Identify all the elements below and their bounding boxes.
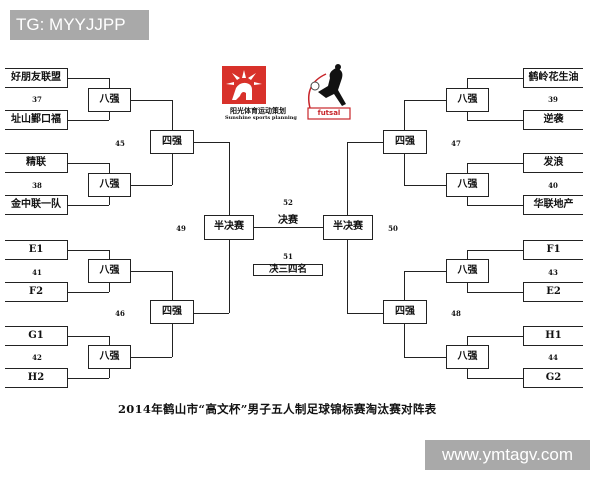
left-qf-box-2: 四强 <box>150 300 194 324</box>
final-match-number: 52 <box>283 198 293 207</box>
sunshine-logo-name-cn: 阳光体育运动策划 <box>230 106 286 115</box>
left-team-6: F2 <box>5 282 68 302</box>
right-team-2: 逆袭 <box>523 110 583 130</box>
third-place-box: 决三四名 <box>253 264 323 276</box>
right-team-4: 华联地产 <box>523 195 583 215</box>
right-r16-box-2: 八强 <box>446 173 489 197</box>
left-team-1: 好朋友联盟 <box>5 68 68 88</box>
watermark-top: TG: MYYJJPP <box>10 10 149 40</box>
left-team-5: E1 <box>5 240 68 260</box>
futsal-logo-label: futsal <box>317 109 341 117</box>
left-match-42: 42 <box>32 353 42 362</box>
sunshine-logo <box>222 66 266 104</box>
left-team-7: G1 <box>5 326 68 346</box>
right-r16-box-3: 八强 <box>446 259 489 283</box>
right-match-40: 40 <box>548 181 558 190</box>
sunshine-logo-name-en: Sunshine sports planning <box>225 115 297 121</box>
sunshine-logo-icon <box>222 66 266 104</box>
futsal-logo: futsal <box>302 64 354 124</box>
right-r16-box-4: 八强 <box>446 345 489 369</box>
right-r16-box-1: 八强 <box>446 88 489 112</box>
right-match-48: 48 <box>451 309 461 318</box>
right-team-5: F1 <box>523 240 583 260</box>
watermark-bottom: www.ymtagv.com <box>425 440 590 470</box>
right-team-8: G2 <box>523 368 583 388</box>
right-semifinal-box: 半决赛 <box>323 215 373 240</box>
bracket-title: 2014年鹤山市“高文杯”男子五人制足球锦标赛淘汰赛对阵表 <box>118 402 437 416</box>
third-place-match-number: 51 <box>283 252 293 261</box>
left-team-8: H2 <box>5 368 68 388</box>
right-team-7: H1 <box>523 326 583 346</box>
right-match-47: 47 <box>451 139 461 148</box>
right-team-6: E2 <box>523 282 583 302</box>
right-team-1: 鹤岭花生油 <box>523 68 583 88</box>
left-team-2: 址山鄞口福 <box>5 110 68 130</box>
right-match-50: 50 <box>388 224 398 233</box>
left-r16-box-4: 八强 <box>88 345 131 369</box>
left-match-38: 38 <box>32 181 42 190</box>
left-qf-box-1: 四强 <box>150 130 194 154</box>
left-r16-box-3: 八强 <box>88 259 131 283</box>
final-label: 决赛 <box>278 215 298 226</box>
left-semifinal-box: 半决赛 <box>204 215 254 240</box>
left-team-3: 精联 <box>5 153 68 173</box>
futsal-player-icon <box>307 64 351 120</box>
left-match-45: 45 <box>115 139 125 148</box>
left-r16-box-1: 八强 <box>88 88 131 112</box>
left-match-41: 41 <box>32 268 42 277</box>
left-match-46: 46 <box>115 309 125 318</box>
right-qf-box-2: 四强 <box>383 300 427 324</box>
right-match-43: 43 <box>548 268 558 277</box>
left-team-4: 金中联一队 <box>5 195 68 215</box>
right-match-44: 44 <box>548 353 558 362</box>
right-team-3: 发浪 <box>523 153 583 173</box>
right-match-39: 39 <box>548 95 558 104</box>
left-match-49: 49 <box>176 224 186 233</box>
left-r16-box-2: 八强 <box>88 173 131 197</box>
left-match-37: 37 <box>32 95 42 104</box>
right-qf-box-1: 四强 <box>383 130 427 154</box>
